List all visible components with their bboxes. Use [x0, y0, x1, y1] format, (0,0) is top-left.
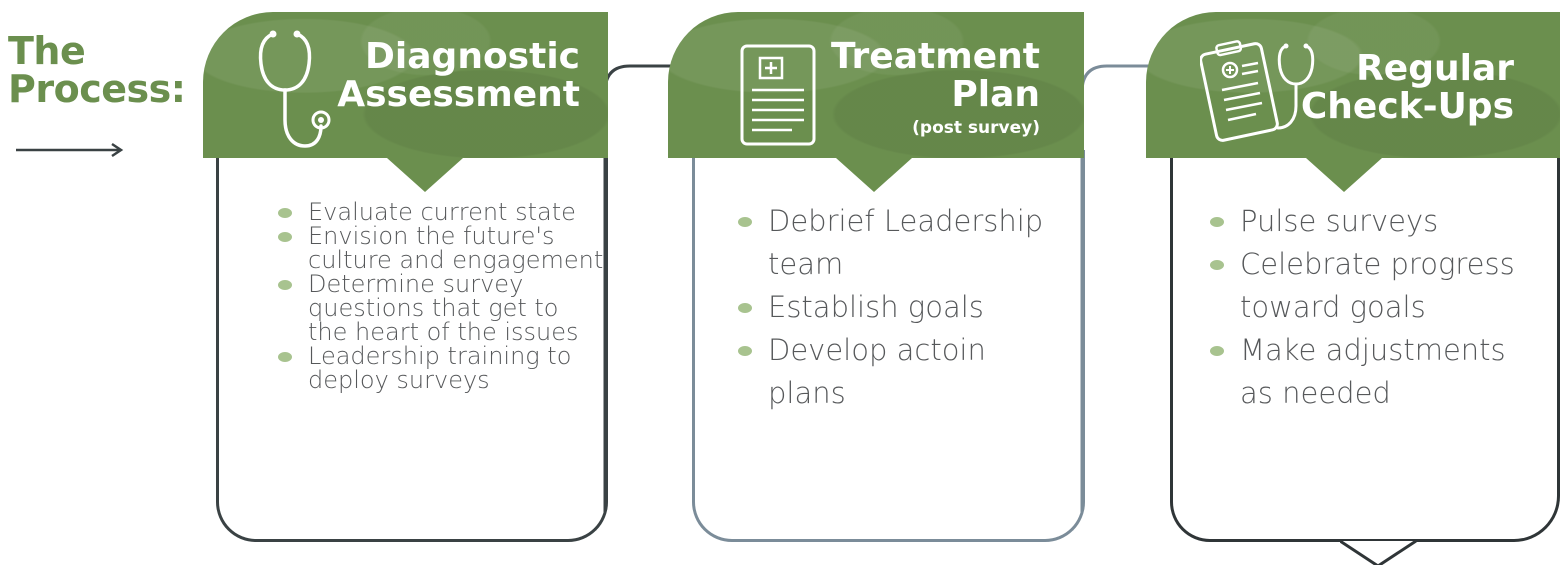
- clipboard-plan-icon: [740, 44, 816, 146]
- step-title: Treatment Plan: [831, 38, 1040, 114]
- start-arrow-icon: [16, 142, 124, 158]
- step-items: Pulse surveys Celebrate progress toward …: [1206, 200, 1526, 415]
- list-item: Establish goals: [734, 286, 1054, 329]
- step-title: Diagnostic Assessment: [337, 38, 580, 114]
- list-item: Make adjustments as needed: [1206, 329, 1526, 415]
- process-title-line2: Process:: [8, 67, 186, 111]
- process-title: The Process:: [8, 29, 186, 111]
- step-subtitle: (post survey): [912, 118, 1040, 138]
- step-title-line1: Diagnostic: [365, 36, 580, 77]
- banner-notch: [836, 158, 912, 192]
- list-item: Leadership training to deploy surveys: [274, 344, 604, 392]
- list-item: Envision the future's culture and engage…: [274, 224, 604, 272]
- stethoscope-icon: [258, 30, 331, 148]
- step-title: Regular Check-Ups: [1301, 50, 1514, 126]
- step-banner: Regular Check-Ups: [1146, 12, 1560, 192]
- list-item: Pulse surveys: [1206, 200, 1526, 243]
- step-frame: [692, 150, 1085, 542]
- step-banner: Treatment Plan (post survey): [668, 12, 1084, 192]
- step-title-line2: Check-Ups: [1300, 86, 1514, 127]
- list-item: Determine survey questions that get to t…: [274, 272, 604, 344]
- step-banner: Diagnostic Assessment: [203, 12, 608, 192]
- banner-notch: [387, 158, 463, 192]
- list-item: Evaluate current state: [274, 200, 604, 224]
- step-title-line1: Regular: [1356, 48, 1514, 89]
- banner-notch: [1306, 158, 1382, 192]
- list-item: Debrief Leadership team: [734, 200, 1054, 286]
- step-frame: [1170, 150, 1560, 542]
- step-items: Debrief Leadership team Establish goals …: [734, 200, 1054, 415]
- step-title-line1: Treatment: [830, 36, 1040, 77]
- step-title-line2: Assessment: [337, 74, 580, 115]
- step-items: Evaluate current state Envision the futu…: [274, 200, 604, 392]
- bottom-notch: [1340, 539, 1417, 565]
- step-frame: [216, 150, 608, 542]
- list-item: Develop actoin plans: [734, 329, 1054, 415]
- clipboard-stethoscope-icon: [1200, 40, 1315, 142]
- process-title-line1: The: [8, 29, 86, 73]
- list-item: Celebrate progress toward goals: [1206, 243, 1526, 329]
- step-title-line2: Plan: [951, 74, 1040, 115]
